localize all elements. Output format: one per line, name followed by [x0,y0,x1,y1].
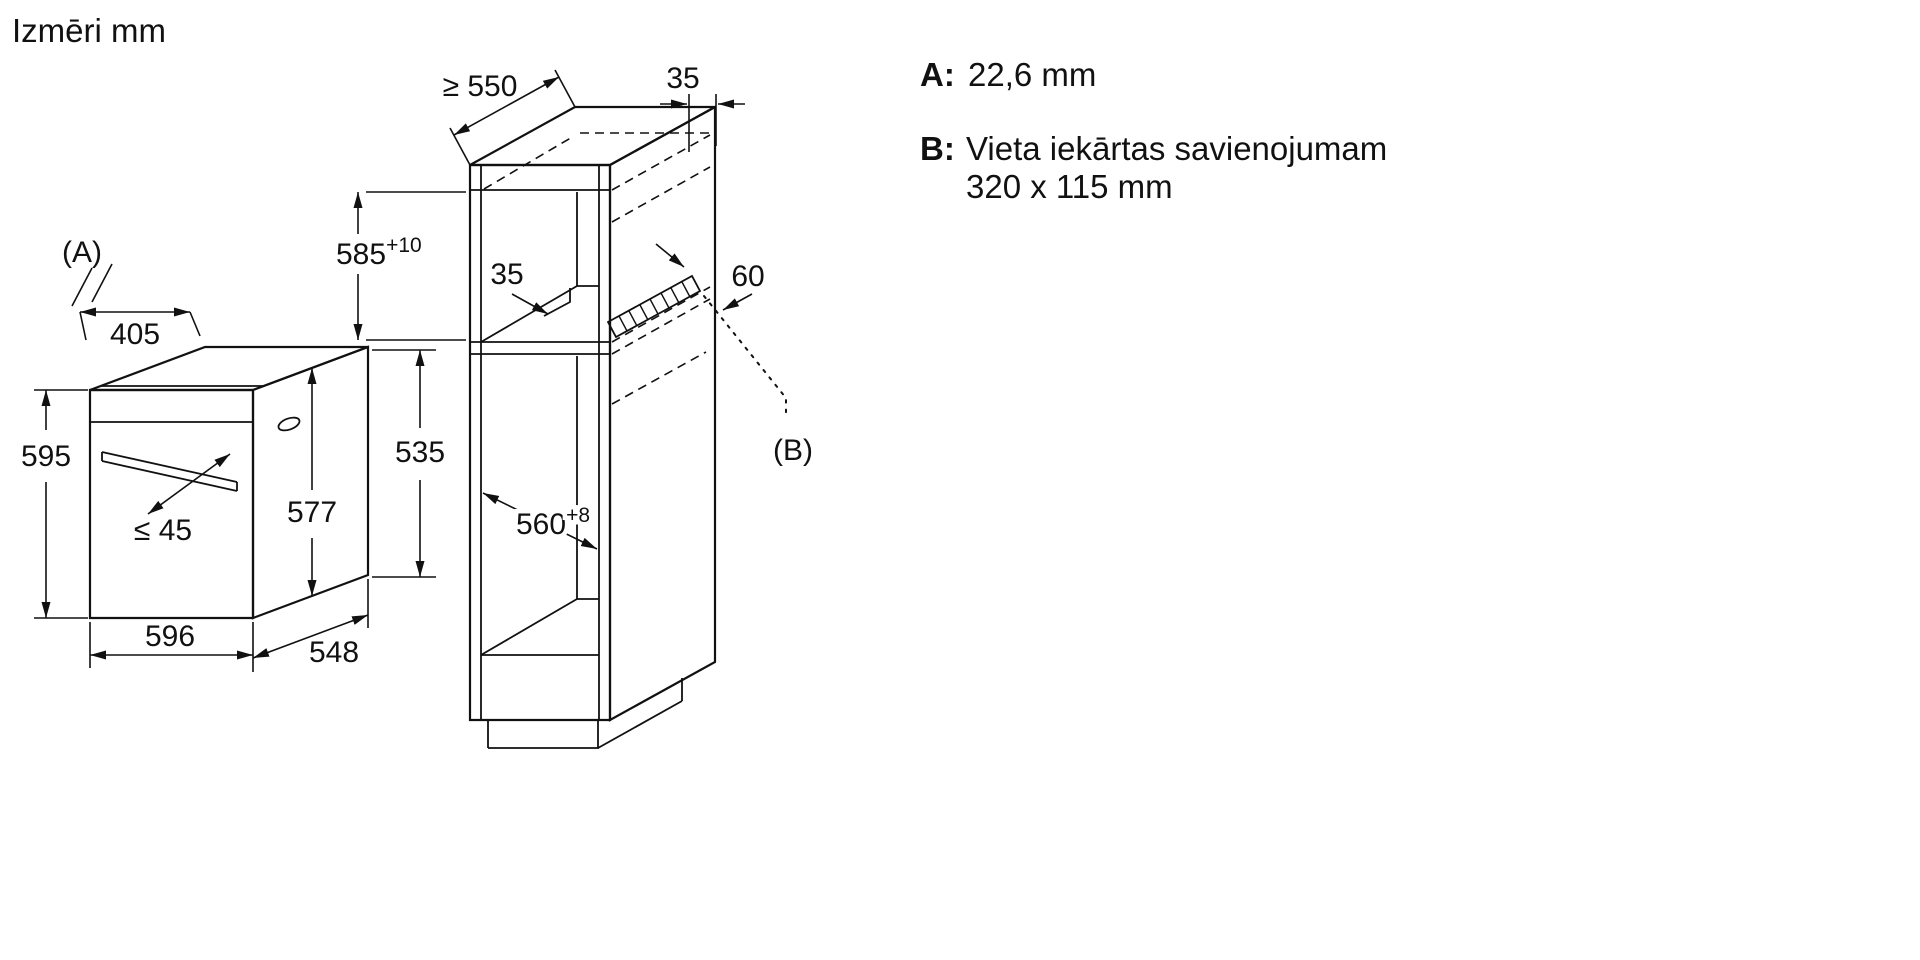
oven-top-face [89,345,369,392]
callout-a: (A) [62,236,113,307]
dim-oven-rear-height-label: 535 [395,436,445,469]
dim-cabinet-depth-label: ≥ 550 [443,70,518,103]
shelf-cutout-step [543,288,571,317]
dim-niche-width: 560+8 [482,492,598,550]
dim-oven-depth: 548 [252,579,369,669]
dim-connection-setback: 35 [490,258,549,315]
oven-handle [101,451,238,492]
dim-oven-height-label: 595 [21,440,71,473]
page-title: Izmēri mm [12,12,166,49]
cabinet-top-face [469,105,716,167]
legend-b-key: B: [920,130,955,167]
legend-b-line2: 320 x 115 mm [966,168,1173,205]
dim-oven-top-depth: 405 [79,307,201,351]
dim-oven-depth-label: 548 [309,636,359,669]
cabinet-right-face [608,105,717,722]
legend-a-value: 22,6 mm [968,56,1096,93]
dim-niche-height-label: 585+10 [336,234,422,271]
dim-oven-rear-height: 535 [372,349,445,578]
callout-b-label: (B) [773,434,813,467]
dim-niche-width-label: 560+8 [516,504,590,541]
dim-oven-height: 595 [21,389,88,619]
dim-oven-width: 596 [89,620,254,672]
dim-oven-body-height: 577 [287,368,337,596]
dim-connection-offset: 60 [655,243,765,311]
connection-area-hatch [606,274,702,339]
cabinet-hidden-edges [483,132,711,405]
legend-a-key: A: [920,56,955,93]
legend: A: 22,6 mm B: Vieta iekārtas savienojuma… [920,56,1387,205]
cabinet-inner-lines [470,165,610,720]
cabinet-drawing: ≥ 550 35 585+10 35 60 [336,62,813,749]
dim-connection-offset-label: 60 [731,260,764,293]
cabinet-plinth [487,678,683,749]
dim-niche-height: 585+10 [336,191,466,341]
oven-right-face [251,345,370,620]
dim-oven-body-height-label: 577 [287,496,337,529]
oven-side-recess [277,416,301,432]
callout-a-label: (A) [62,236,102,269]
oven-front-face [88,388,255,620]
callout-b: (B) [703,295,813,467]
dim-handle-clearance-label: ≤ 45 [134,514,192,547]
dim-connection-setback-label: 35 [490,258,523,291]
dim-oven-width-label: 596 [145,620,195,653]
cabinet-front-face [468,163,612,722]
oven-drawing: (A) 405 595 596 [21,236,445,672]
dim-handle-clearance: ≤ 45 [134,453,231,547]
dim-oven-top-depth-label: 405 [110,318,160,351]
dim-cabinet-depth: ≥ 550 [443,69,576,166]
legend-b-line1: Vieta iekārtas savienojumam [966,130,1387,167]
dim-top-rail: 35 [660,62,745,152]
dim-top-rail-label: 35 [666,62,699,95]
